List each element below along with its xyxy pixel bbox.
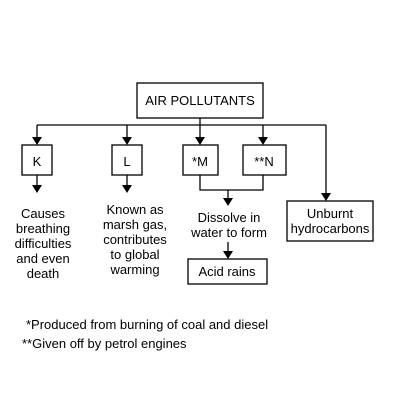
k-label: K [33, 154, 42, 169]
m-label: *M [192, 154, 208, 169]
k-box [21, 144, 53, 176]
l-label: L [123, 154, 130, 169]
footnote-single-asterisk: *Produced from burning of coal and diese… [26, 317, 268, 332]
arrowhead-k-desc [32, 185, 42, 193]
arrowhead-unburnt [321, 193, 331, 201]
text-line: and even [16, 251, 70, 266]
text-line: breathing [16, 221, 70, 236]
text-line: water to form [190, 225, 267, 240]
arrowhead-l-desc [122, 185, 132, 193]
arrowhead-m [195, 137, 205, 145]
n-label: **N [254, 154, 274, 169]
m-n-join-line [199, 175, 264, 191]
m-box [182, 144, 219, 176]
text-line: marsh gas, [103, 217, 167, 232]
text-line: Causes [21, 206, 66, 221]
arrowhead-mn-desc [223, 198, 233, 206]
text-line: hydrocarbons [291, 221, 370, 236]
text-line: Known as [106, 202, 164, 217]
acid-rains-label: Acid rains [198, 264, 256, 279]
arrowhead-n [258, 137, 268, 145]
footnote-double-asterisk: **Given off by petrol engines [22, 336, 187, 351]
arrowhead-l [122, 137, 132, 145]
arrowhead-k [32, 137, 42, 145]
text-line: Unburnt [307, 206, 354, 221]
air-pollutants-label: AIR POLLUTANTS [145, 93, 255, 108]
text-line: death [27, 266, 60, 281]
acid-rains-box [187, 258, 268, 285]
text-line: contributes [103, 232, 167, 247]
arrowhead-acid [223, 251, 233, 259]
text-line: to global [110, 247, 159, 262]
text-line: difficulties [15, 236, 72, 251]
text-line: Dissolve in [198, 210, 261, 225]
air-pollutants-box [136, 82, 264, 119]
unburnt-hydrocarbons-box [286, 200, 374, 242]
n-box [242, 144, 287, 176]
l-box [111, 144, 143, 176]
text-line: warming [109, 262, 159, 277]
